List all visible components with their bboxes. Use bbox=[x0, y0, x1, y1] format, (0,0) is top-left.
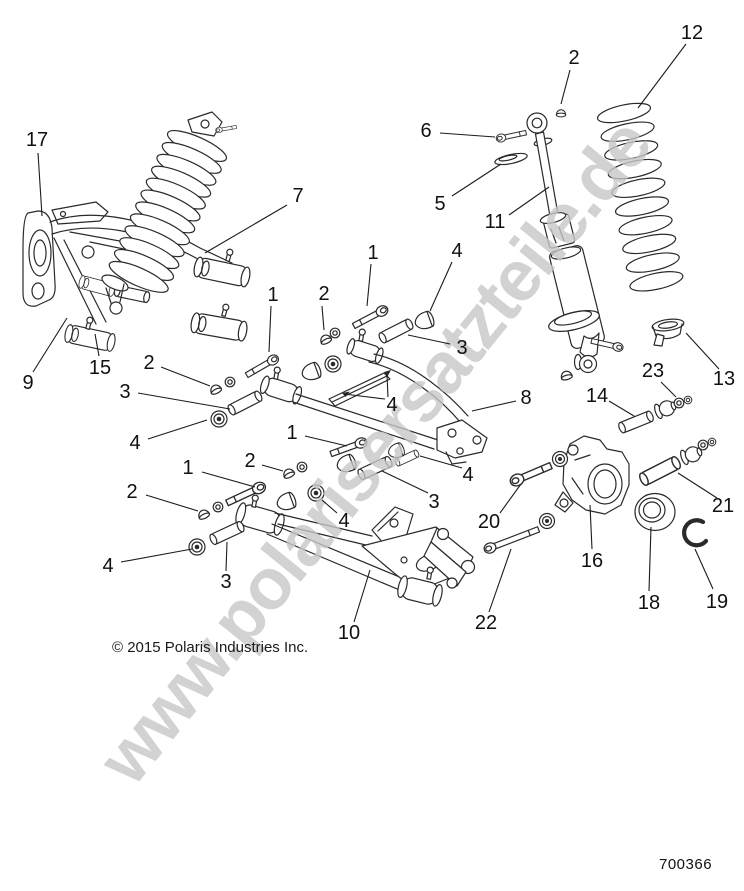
callout-4: 4 bbox=[129, 432, 141, 454]
figure-part-number: 700366 bbox=[659, 856, 713, 873]
callout-3: 3 bbox=[456, 337, 468, 359]
callout-4: 4 bbox=[451, 240, 463, 262]
callout-9: 9 bbox=[22, 372, 34, 394]
callout-3: 3 bbox=[119, 381, 131, 403]
snap-ring bbox=[682, 518, 709, 548]
callout-3: 3 bbox=[428, 491, 440, 513]
callout-2: 2 bbox=[244, 450, 256, 472]
callout-3: 3 bbox=[220, 571, 232, 593]
callout-22: 22 bbox=[474, 612, 498, 634]
callout-10: 10 bbox=[337, 622, 361, 644]
callout-11: 11 bbox=[484, 211, 506, 233]
callout-2: 2 bbox=[318, 283, 330, 305]
upper-control-arm bbox=[259, 328, 488, 465]
callout-4: 4 bbox=[338, 510, 350, 532]
swingarm-assembly bbox=[22, 111, 253, 353]
callout-13: 13 bbox=[712, 368, 736, 390]
callout-1: 1 bbox=[267, 284, 279, 306]
callout-2: 2 bbox=[568, 47, 580, 69]
callout-4: 4 bbox=[386, 394, 398, 416]
callout-14: 14 bbox=[585, 385, 609, 407]
callout-1: 1 bbox=[182, 457, 194, 479]
callout-20: 20 bbox=[477, 511, 501, 533]
callout-23: 23 bbox=[641, 360, 665, 382]
callout-4: 4 bbox=[102, 555, 114, 577]
callout-8: 8 bbox=[520, 387, 532, 409]
callout-16: 16 bbox=[580, 550, 604, 572]
callout-12: 12 bbox=[680, 22, 704, 44]
callout-7: 7 bbox=[292, 185, 304, 207]
shock-absorber bbox=[494, 109, 625, 382]
callout-2: 2 bbox=[126, 481, 138, 503]
callout-5: 5 bbox=[434, 193, 446, 215]
copyright-text: © 2015 Polaris Industries Inc. bbox=[112, 639, 309, 656]
callout-17: 17 bbox=[25, 129, 49, 151]
callout-15: 15 bbox=[88, 357, 112, 379]
callout-21: 21 bbox=[711, 495, 735, 517]
callout-1: 1 bbox=[367, 242, 379, 264]
callout-6: 6 bbox=[420, 120, 432, 142]
lower-control-arm bbox=[235, 494, 476, 607]
callout-1: 1 bbox=[286, 422, 298, 444]
callout-19: 19 bbox=[705, 591, 729, 613]
rear-knuckle bbox=[554, 435, 630, 515]
callout-18: 18 bbox=[637, 592, 661, 614]
wheel-bearing bbox=[634, 492, 676, 532]
callout-4: 4 bbox=[462, 464, 474, 486]
callout-2: 2 bbox=[143, 352, 155, 374]
spring-retainer bbox=[651, 318, 685, 347]
